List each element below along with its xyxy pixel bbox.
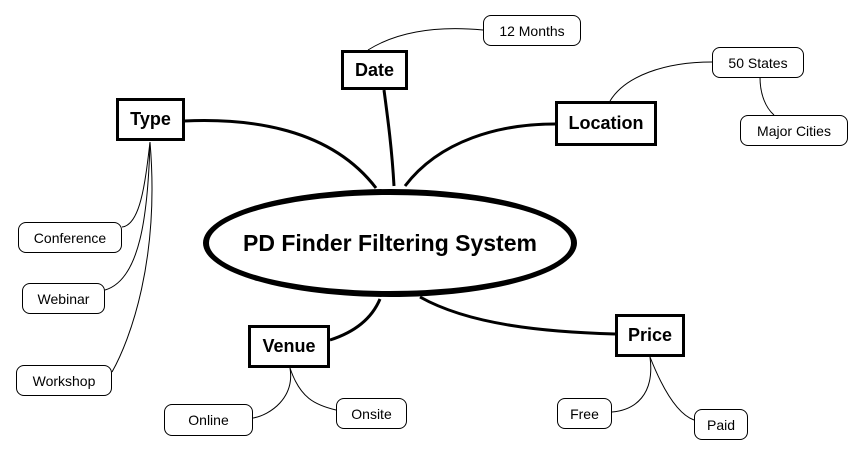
central-topic: PD Finder Filtering System [203, 189, 577, 297]
link-50states-majorcities [759, 76, 775, 116]
leaf-workshop: Workshop [16, 365, 112, 396]
leaf-paid: Paid [694, 409, 748, 440]
link-type-workshop [111, 141, 153, 373]
leaf-12-months: 12 Months [483, 15, 581, 46]
link-center-type [183, 119, 378, 189]
category-date: Date [341, 50, 408, 90]
category-type: Type [116, 98, 185, 141]
link-venue-online [252, 367, 292, 419]
link-type-webinar [104, 141, 151, 291]
leaf-onsite: Onsite [336, 398, 407, 429]
leaf-free: Free [557, 398, 612, 429]
category-location: Location [555, 101, 657, 146]
link-price-free [611, 356, 652, 413]
link-venue-onsite [289, 367, 337, 411]
leaf-50-states: 50 States [712, 47, 804, 78]
link-price-paid [649, 356, 695, 421]
link-center-date [382, 89, 396, 187]
link-location-50states [609, 61, 713, 102]
category-price: Price [615, 314, 685, 357]
link-center-venue [329, 298, 382, 342]
category-venue: Venue [248, 325, 330, 368]
link-center-location [403, 122, 556, 187]
link-date-12months [367, 28, 484, 51]
leaf-conference: Conference [18, 222, 122, 253]
link-center-price [419, 295, 616, 336]
leaf-webinar: Webinar [22, 283, 105, 314]
leaf-online: Online [164, 404, 253, 436]
leaf-major-cities: Major Cities [740, 115, 848, 146]
link-type-conference [121, 141, 151, 228]
